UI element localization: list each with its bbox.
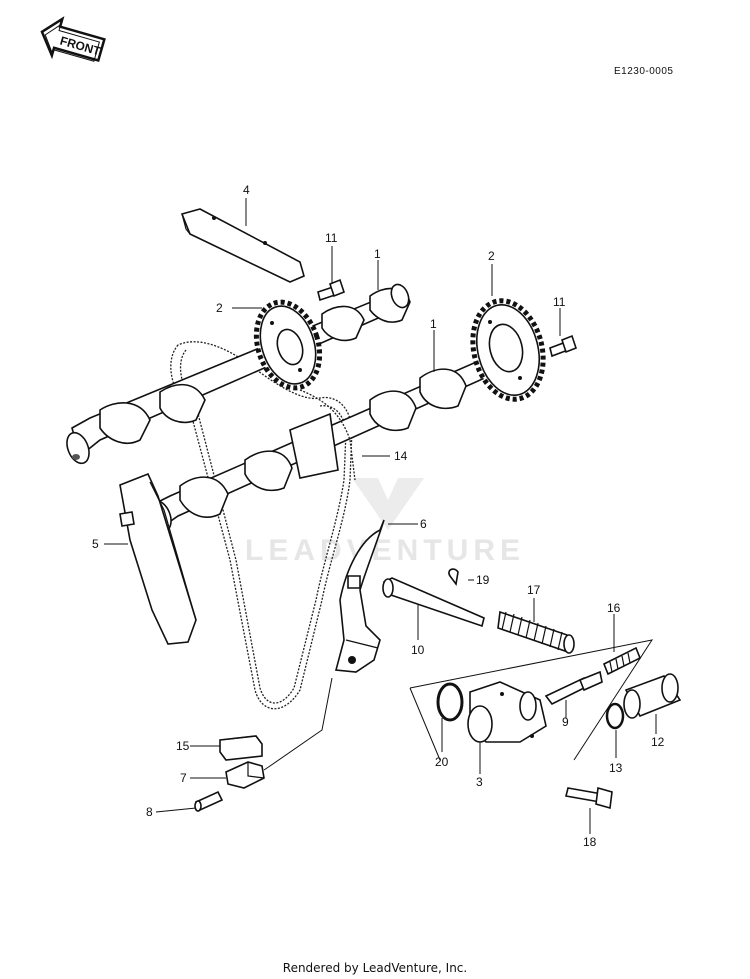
callout-3: 3: [476, 775, 483, 789]
callout-11-left: 11: [325, 231, 338, 245]
tensioner-body: [467, 681, 547, 743]
diagram-code: E1230-0005: [614, 66, 674, 77]
callout-18: 18: [583, 835, 597, 849]
washer: [605, 702, 625, 730]
callout-1-lower: 1: [430, 317, 437, 331]
callout-14: 14: [394, 449, 408, 463]
leader-lines: [104, 198, 657, 834]
mounting-bolt: [565, 786, 613, 810]
retaining-clip: [448, 568, 459, 586]
callout-2-left: 2: [216, 301, 223, 315]
callout-19: 19: [476, 573, 490, 587]
callout-2-right: 2: [488, 249, 495, 263]
dowel-pin: [194, 790, 224, 812]
callout-labels: 4 11 1 2 2 11 1 14 5 6 19 17 16 10 9 12 …: [92, 183, 665, 849]
o-ring: [436, 682, 464, 722]
watermark-text: LEADVENTURE: [245, 534, 525, 567]
callout-4: 4: [243, 183, 250, 197]
callout-12: 12: [651, 735, 665, 749]
upper-left-sprocket: [253, 299, 323, 391]
callout-6: 6: [420, 517, 427, 531]
upper-chain-guide: [180, 208, 305, 283]
sprocket-bolt-left: [317, 278, 345, 302]
tensioner-pivot-pin: [382, 577, 485, 628]
upper-camshaft: [66, 283, 411, 465]
upper-right-sprocket: [470, 298, 546, 402]
front-chain-guide: [119, 472, 197, 645]
callout-1-upper: 1: [374, 247, 381, 261]
chain-tensioner-guide: [334, 519, 385, 673]
push-rod: [544, 670, 603, 706]
leadventure-watermark: LEADVENTURE: [245, 478, 525, 567]
rubber-damper-block: [219, 735, 263, 761]
callout-5: 5: [92, 537, 99, 551]
callout-15: 15: [176, 739, 190, 753]
callout-9: 9: [562, 715, 569, 729]
callout-8: 8: [146, 805, 153, 819]
rod-spring: [602, 646, 642, 676]
tensioner-spring: [497, 610, 575, 654]
callout-7: 7: [180, 771, 187, 785]
guide-holder: [225, 761, 265, 789]
callout-17: 17: [527, 583, 541, 597]
callout-10: 10: [411, 643, 425, 657]
callout-20: 20: [435, 755, 449, 769]
sprocket-bolt-right: [549, 334, 577, 358]
front-arrow-icon: FRONT: [40, 16, 106, 63]
callout-13: 13: [609, 761, 623, 775]
tensioner-cap-bolt: [623, 673, 682, 719]
rendered-by-footer: Rendered by LeadVenture, Inc.: [282, 961, 468, 975]
callout-16: 16: [607, 601, 621, 615]
callout-11-right: 11: [553, 295, 566, 309]
